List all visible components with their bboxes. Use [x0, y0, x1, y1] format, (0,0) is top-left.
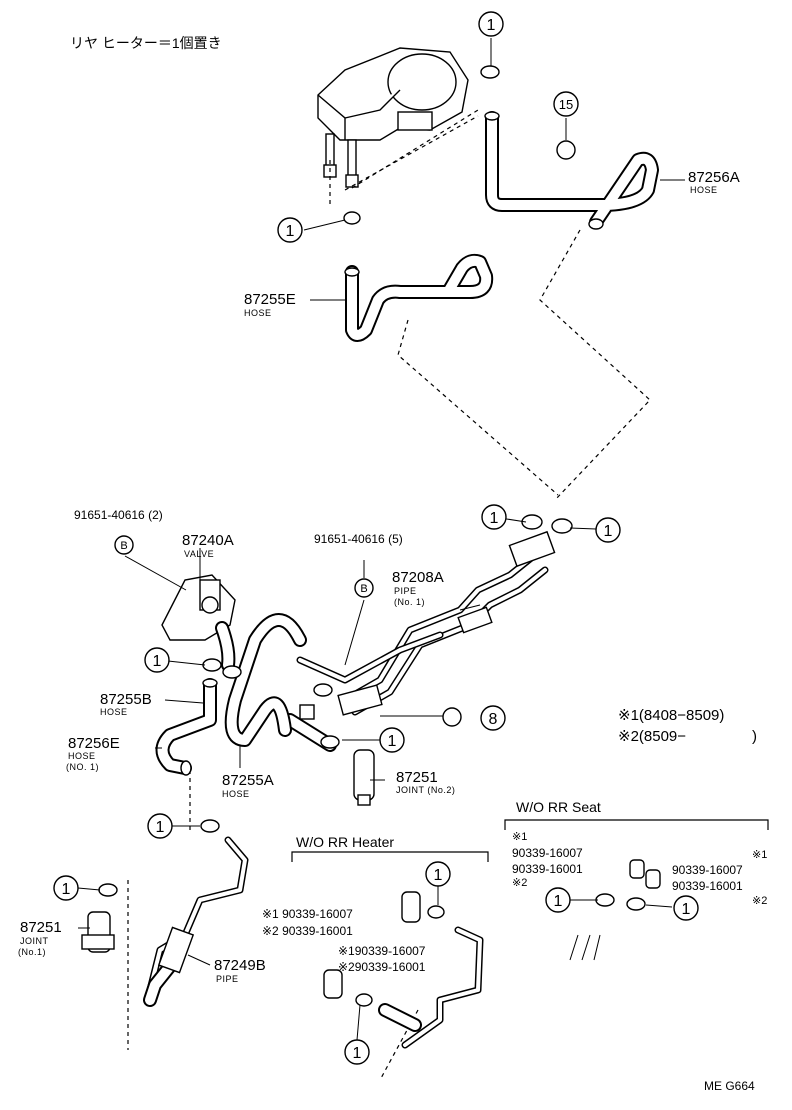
- callout-bolt-a-text: B: [120, 540, 127, 552]
- callout-1-k-text: 1: [554, 893, 563, 910]
- wo-seat-code-3: 90339-16007: [672, 863, 743, 877]
- callout-1-c: 1: [481, 504, 507, 530]
- part-87251-no2-desc: JOINT (No.2): [396, 785, 456, 795]
- wo-seat-parts: [569, 859, 661, 961]
- callout-1-a: 1: [478, 11, 504, 37]
- pipe-87249B: [143, 836, 249, 1007]
- part-87240A-number: 87240A: [182, 532, 234, 549]
- diagram-header: リヤ ヒーター＝1個置き: [70, 35, 222, 51]
- callout-8-dot: [442, 707, 462, 727]
- callout-1-g-text: 1: [156, 819, 165, 836]
- callout-15-dot: [556, 140, 576, 160]
- part-87255B-number: 87255B: [100, 691, 152, 708]
- part-87255E-desc: HOSE: [244, 308, 272, 318]
- wo-heater-row-2: ※2 90339-16001: [262, 924, 353, 938]
- hose-87256A: [484, 111, 659, 230]
- wo-heater-row-3: ※190339-16007: [338, 944, 426, 958]
- part-91651-b-number: 91651-40616 (5): [314, 532, 403, 546]
- part-91651-a-number: 91651-40616 (2): [74, 508, 163, 522]
- legend-line-2-end: ): [752, 728, 757, 745]
- valve-87240A: [161, 574, 236, 672]
- wo-heater-row-1: ※1 90339-16007: [262, 907, 353, 921]
- part-87208A-desc2: (No. 1): [394, 597, 426, 607]
- part-87208A-number: 87208A: [392, 569, 444, 586]
- callout-bolt-b: B: [354, 578, 374, 598]
- callout-8: 8: [480, 705, 506, 731]
- legend-line-1: ※1(8408−8509): [618, 707, 725, 724]
- part-87256A-desc: HOSE: [690, 185, 718, 195]
- part-87256E-number: 87256E: [68, 735, 120, 752]
- callout-15-text: 15: [559, 97, 573, 112]
- callout-1-g: 1: [147, 813, 173, 839]
- callout-1-d: 1: [595, 517, 621, 543]
- hose-clamps: [98, 65, 646, 1007]
- hose-87255E: [344, 253, 494, 342]
- part-87255B-desc: HOSE: [100, 707, 128, 717]
- part-87256E-desc: HOSE: [68, 751, 96, 761]
- callout-bolt-a: B: [114, 535, 134, 555]
- callout-1-e-text: 1: [153, 653, 162, 670]
- wo-seat-mark-1: ※1: [512, 831, 528, 843]
- callout-1-l-text: 1: [682, 901, 691, 918]
- rear-heater-unit: [317, 47, 469, 177]
- wo-seat-mark-2: ※2: [512, 877, 528, 889]
- callout-1-d-text: 1: [604, 523, 613, 540]
- callout-1-i: 1: [425, 861, 451, 887]
- legend-line-2: ※2(8509−: [618, 728, 687, 745]
- callout-1-e: 1: [144, 647, 170, 673]
- part-87240A-desc: VALVE: [184, 549, 215, 559]
- part-87251-no1-number: 87251: [20, 919, 62, 936]
- callout-1-h-text: 1: [62, 881, 71, 898]
- hoses-lower-cluster: [155, 613, 337, 776]
- part-87251-no1-desc2: (No.1): [18, 947, 47, 957]
- part-87249B-number: 87249B: [214, 957, 266, 974]
- callout-1-f-text: 1: [388, 733, 397, 750]
- part-87256E-desc2: (NO. 1): [66, 762, 100, 772]
- callout-bolt-b-text: B: [360, 583, 367, 595]
- part-87249B-desc: PIPE: [216, 974, 239, 984]
- pipe-assembly-87208A: [296, 530, 556, 720]
- part-87208A-desc: PIPE: [394, 586, 417, 596]
- wo-seat-code-4: 90339-16001: [672, 879, 743, 893]
- leader-lines: [77, 38, 685, 1041]
- callout-1-k: 1: [545, 887, 571, 913]
- part-87255A-number: 87255A: [222, 772, 274, 789]
- wo-heater-row-4: ※290339-16001: [338, 960, 426, 974]
- callout-15: 15: [553, 91, 579, 117]
- wo-heater-hoses: [323, 891, 484, 1049]
- callout-1-a-text: 1: [487, 17, 496, 34]
- wo-seat-code-2: 90339-16001: [512, 862, 583, 876]
- part-87256A-number: 87256A: [688, 169, 740, 186]
- section-brackets: [291, 819, 769, 862]
- dashed-leaders: [127, 109, 651, 1081]
- callout-1-l: 1: [673, 895, 699, 921]
- part-87255E-number: 87255E: [244, 291, 296, 308]
- callout-1-j-text: 1: [353, 1045, 362, 1062]
- wo-seat-code-1: 90339-16007: [512, 846, 583, 860]
- wo-heater-title: W/O RR Heater: [296, 834, 395, 850]
- joint-87251-no1: [81, 911, 115, 953]
- callout-8-text: 8: [489, 711, 498, 728]
- wo-seat-mark-4: ※2: [752, 895, 768, 907]
- part-87251-no1-desc: JOINT: [20, 936, 49, 946]
- callout-1-i-text: 1: [434, 867, 443, 884]
- callout-1-b: 1: [277, 217, 303, 243]
- footer-code: ME G664: [704, 1079, 755, 1093]
- callout-1-h: 1: [53, 875, 79, 901]
- wo-seat-mark-3: ※1: [752, 849, 768, 861]
- part-87251-no2-number: 87251: [396, 769, 438, 786]
- callout-1-c-text: 1: [490, 510, 499, 527]
- joint-87251-no2: [353, 749, 375, 806]
- callout-1-b-text: 1: [286, 223, 295, 240]
- wo-seat-title: W/O RR Seat: [516, 799, 601, 815]
- callout-1-f: 1: [379, 727, 405, 753]
- callout-1-j: 1: [344, 1039, 370, 1065]
- part-87255A-desc: HOSE: [222, 789, 250, 799]
